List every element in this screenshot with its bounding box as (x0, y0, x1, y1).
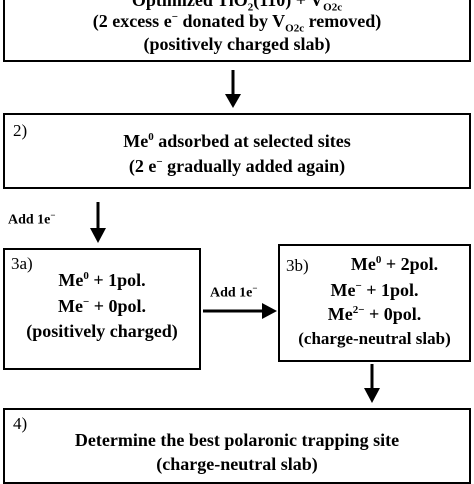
step3b-number: 3b) (286, 256, 309, 275)
step4-line2: (charge-neutral slab) (156, 454, 318, 474)
step3a-number: 3a) (11, 254, 33, 273)
step4-number: 4) (13, 414, 28, 433)
step3b-line1: Me0 + 2pol. (350, 254, 439, 274)
arrows-layer (90, 70, 380, 403)
step1-line2: (2 excess e− donated by VO2c removed) (92, 11, 382, 35)
step3b-line2: Me− + 1pol. (330, 280, 419, 300)
step1-box: Optimized TiO2(110) + VO2c (2 excess e− … (3, 0, 471, 62)
arrow-box3b-to-box4 (364, 364, 380, 403)
step3a-line2: Me− + 0pol. (57, 296, 147, 316)
step2-number: 2) (13, 121, 28, 140)
step3a-line1: Me0 + 1pol. (58, 270, 146, 290)
step3b-line4: (charge-neutral slab) (298, 329, 451, 348)
step3b-line3: Me2− + 0pol. (327, 304, 422, 324)
add-electron-label-2: Add 1e− (210, 283, 258, 301)
add-electron-label-1: Add 1e− (8, 210, 56, 228)
step2-line2: (2 e− gradually added again) (128, 156, 346, 176)
arrow-box3a-to-box3b (203, 303, 277, 319)
step3b-box: 3b) Me0 + 2pol. Me− + 1pol. Me2− + 0pol.… (278, 244, 471, 362)
step1-line1: Optimized TiO2(110) + VO2c (131, 0, 343, 14)
step2-box: 2) Me0 adsorbed at selected sites (2 e− … (3, 113, 471, 189)
step1-line3: (positively charged slab) (143, 34, 331, 54)
step3a-line3: (positively charged) (26, 321, 178, 341)
step2-line1: Me0 adsorbed at selected sites (123, 131, 351, 151)
step4-line1: Determine the best polaronic trapping si… (74, 430, 400, 450)
step4-box: 4) Determine the best polaronic trapping… (3, 408, 471, 484)
arrow-box2-to-box3a (90, 202, 106, 243)
step3a-box: 3a) Me0 + 1pol. Me− + 0pol. (positively … (3, 248, 201, 370)
arrow-box1-to-box2 (225, 70, 241, 108)
